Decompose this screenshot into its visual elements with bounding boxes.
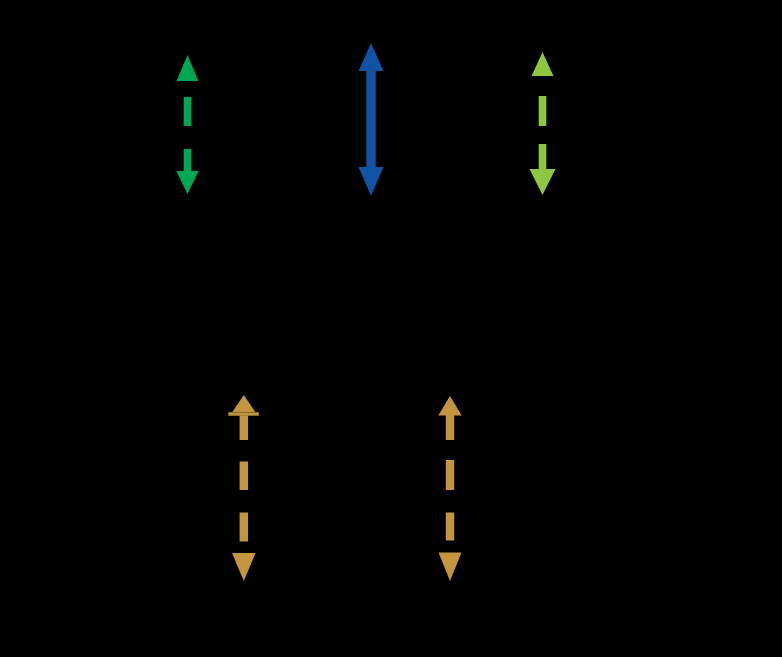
dash-segment [445,460,455,490]
green-dashed-double-arrow [176,55,199,194]
arrowhead-down [232,553,256,581]
arrowhead-down [358,167,384,196]
arrowhead-up [531,52,554,76]
arrowhead-up [358,43,384,71]
arrowhead-up [438,396,462,416]
arrowhead-up [176,55,199,81]
blue-solid-double-arrow [358,43,384,196]
tan-dashed-double-arrow-left [228,395,259,581]
tan-dashed-double-arrow-right [438,396,462,581]
dash-segment [239,512,248,542]
arrowhead-up [232,395,256,412]
arrowhead-down [438,552,462,581]
arrowhead-down [529,169,556,195]
light-green-dashed-double-arrow [529,52,556,195]
dash-segment [239,461,248,490]
shaft-segment [239,415,248,440]
shaft-segment [538,144,547,170]
dash-segment [538,96,547,126]
dash-segment [183,97,192,126]
dash-segment [445,512,455,541]
shaft-segment [183,149,192,172]
arrowhead-down [176,171,199,194]
shaft-segment [366,68,376,170]
shaft-segment [445,415,455,440]
cap-bar [228,412,259,416]
